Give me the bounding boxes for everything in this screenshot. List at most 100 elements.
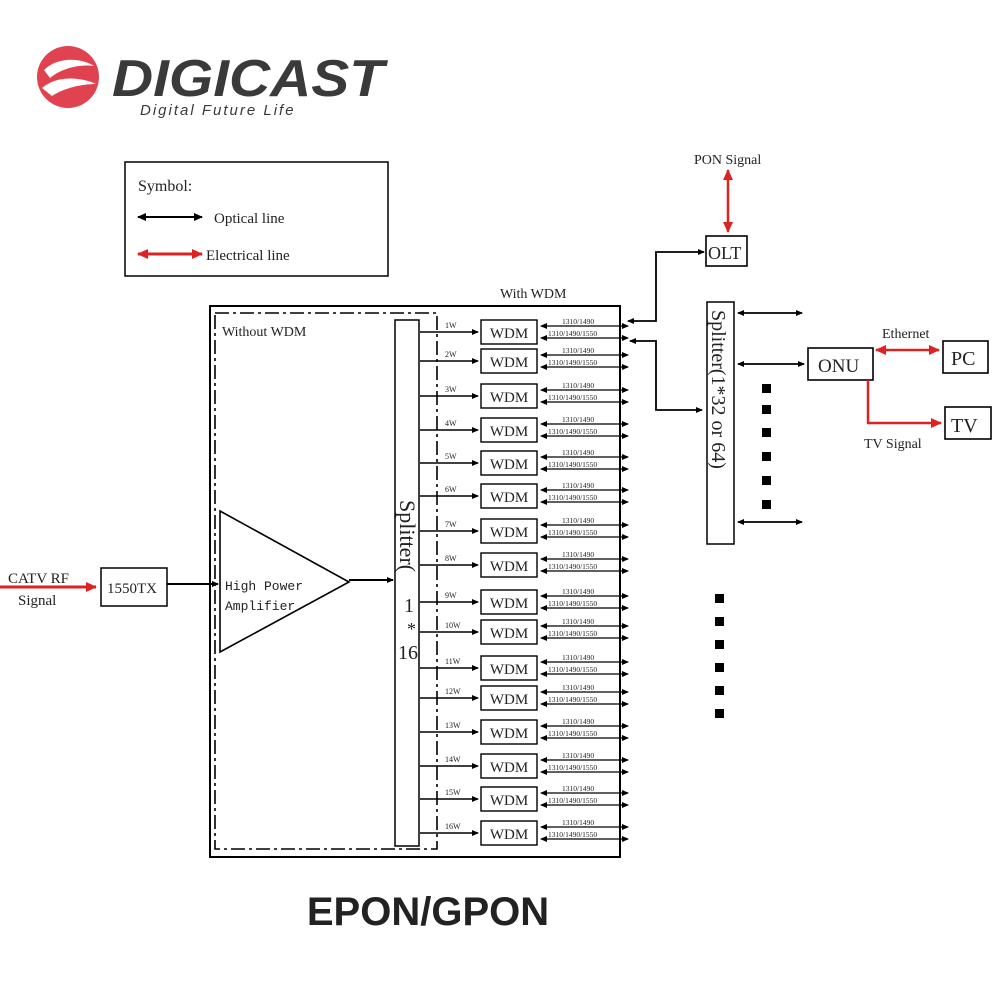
wdm-to-splitter2-line bbox=[629, 338, 703, 413]
wdm-box bbox=[480, 348, 538, 374]
wavelength-lower-label: 1310/1490/1550 bbox=[548, 393, 597, 402]
wavelength-lower-label: 1310/1490/1550 bbox=[548, 695, 597, 704]
wavelength-lower-label: 1310/1490/1550 bbox=[548, 460, 597, 469]
wavelength-lower-label: 1310/1490/1550 bbox=[548, 562, 597, 571]
olt-box bbox=[705, 235, 748, 267]
wdm-box bbox=[480, 719, 538, 745]
olt-label: OLT bbox=[708, 243, 741, 263]
wavelength-lower-label: 1310/1490/1550 bbox=[548, 528, 597, 537]
without-wdm-label: Without WDM bbox=[222, 325, 307, 340]
wdm-box bbox=[480, 383, 538, 409]
port-label: 15W bbox=[445, 788, 461, 797]
wavelength-lower-label: 1310/1490/1550 bbox=[548, 599, 597, 608]
port-label: 9W bbox=[445, 591, 457, 600]
wavelength-upper-label: 1310/1490 bbox=[562, 448, 594, 457]
with-wdm-label: With WDM bbox=[500, 287, 567, 302]
wdm-box bbox=[480, 753, 538, 779]
wavelength-upper-label: 1310/1490 bbox=[562, 653, 594, 662]
legend-optical-label: Optical line bbox=[214, 211, 285, 227]
high-power-amplifier bbox=[219, 509, 351, 654]
splitter-1x16 bbox=[394, 319, 420, 847]
splitter-1x32-64-label: Splitter(1*32 or 64) bbox=[707, 310, 729, 469]
legend-electrical-label: Electrical line bbox=[206, 248, 290, 264]
port-label: 13W bbox=[445, 721, 461, 730]
wavelength-lower-label: 1310/1490/1550 bbox=[548, 729, 597, 738]
wdm-label: WDM bbox=[490, 626, 528, 642]
port-label: 3W bbox=[445, 385, 457, 394]
wavelength-upper-label: 1310/1490 bbox=[562, 683, 594, 692]
onu-label: ONU bbox=[818, 356, 859, 377]
legend-title: Symbol: bbox=[138, 178, 192, 195]
wdm-box bbox=[480, 417, 538, 443]
splitter-1x16-label: Splitter( bbox=[395, 500, 420, 572]
wavelength-upper-label: 1310/1490 bbox=[562, 516, 594, 525]
brand-tagline: Digital Future Life bbox=[140, 102, 296, 119]
splitter-1x16-ratio-b: 16 bbox=[398, 642, 418, 664]
splitter2-continuation-dots bbox=[762, 384, 771, 509]
catv-signal-label: Signal bbox=[18, 593, 56, 609]
wavelength-lower-label: 1310/1490/1550 bbox=[548, 763, 597, 772]
wavelength-upper-label: 1310/1490 bbox=[562, 317, 594, 326]
wdm-label: WDM bbox=[490, 326, 528, 342]
pon-signal-label: PON Signal bbox=[694, 153, 761, 168]
wdm-label: WDM bbox=[490, 424, 528, 440]
wdm-label: WDM bbox=[490, 559, 528, 575]
port-label: 8W bbox=[445, 554, 457, 563]
brand-name: DIGICAST bbox=[112, 50, 389, 108]
wdm-label: WDM bbox=[490, 827, 528, 843]
pc-label: PC bbox=[951, 348, 975, 370]
catv-label: CATV RF bbox=[8, 571, 69, 587]
wdm-box bbox=[480, 820, 538, 846]
wavelength-lower-label: 1310/1490/1550 bbox=[548, 493, 597, 502]
port-row: 12W WDM 1310/1490 1310/1490/1550 bbox=[420, 683, 629, 711]
wavelength-upper-label: 1310/1490 bbox=[562, 617, 594, 626]
wdm-label: WDM bbox=[490, 692, 528, 708]
wdm-box bbox=[480, 518, 538, 544]
pc-box bbox=[942, 340, 989, 374]
wavelength-upper-label: 1310/1490 bbox=[562, 587, 594, 596]
wavelength-lower-label: 1310/1490/1550 bbox=[548, 830, 597, 839]
port-label: 14W bbox=[445, 755, 461, 764]
splitter-1x16-ratio-star: * bbox=[407, 619, 416, 639]
port-label: 1W bbox=[445, 321, 457, 330]
wavelength-lower-label: 1310/1490/1550 bbox=[548, 796, 597, 805]
wdm-label: WDM bbox=[490, 490, 528, 506]
port-label: 4W bbox=[445, 419, 457, 428]
logo-mark bbox=[37, 46, 99, 108]
footer-title: EPON/GPON bbox=[307, 890, 549, 934]
tx-1550-label: 1550TX bbox=[107, 581, 157, 597]
wdm-label: WDM bbox=[490, 726, 528, 742]
tx-1550-box bbox=[100, 567, 168, 607]
wavelength-upper-label: 1310/1490 bbox=[562, 346, 594, 355]
wdm-label: WDM bbox=[490, 596, 528, 612]
wdm-label: WDM bbox=[490, 662, 528, 678]
wavelength-lower-label: 1310/1490/1550 bbox=[548, 629, 597, 638]
amplifier-label-line1: High Power bbox=[225, 579, 303, 594]
port-label: 12W bbox=[445, 687, 461, 696]
port-label: 6W bbox=[445, 485, 457, 494]
brand-logo: DIGICAST Digital Future Life bbox=[37, 46, 389, 119]
port-label: 7W bbox=[445, 520, 457, 529]
port-rows: 1W WDM 1310/1490 1310/1490/1550 2WWDM1310/14… bbox=[420, 317, 629, 846]
tv-label: TV bbox=[951, 415, 978, 437]
wavelength-upper-label: 1310/1490 bbox=[562, 381, 594, 390]
wdm-label: WDM bbox=[490, 793, 528, 809]
tv-box bbox=[944, 406, 992, 440]
port-label: 10W bbox=[445, 621, 461, 630]
wdm-box bbox=[480, 619, 538, 645]
wdm-box bbox=[480, 655, 538, 681]
onu-box bbox=[807, 347, 874, 381]
splitter-1x16-ratio-a: 1 bbox=[404, 595, 414, 617]
